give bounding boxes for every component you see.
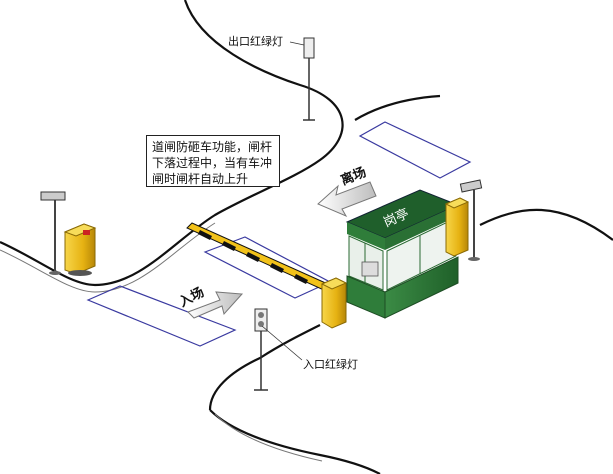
lane-box-entry-left: [86, 285, 237, 347]
booth-side-top: [385, 205, 458, 250]
road-edge-upper-right: [354, 94, 441, 121]
barrier-arm: [186, 222, 331, 292]
exit-light-label: 出口红绿灯: [228, 34, 283, 48]
booth: [345, 189, 460, 319]
note-box: 道闸防砸车功能，闸杆 下落过程中，当有车冲 闸时闸杆自动上升: [146, 135, 280, 187]
road-shadow: [0, 222, 323, 462]
exit-traffic-light: [303, 37, 315, 121]
ticket-machine-left: [63, 223, 97, 276]
camera-icon: [459, 179, 483, 193]
leader-lines: [261, 41, 305, 361]
ticket-machine-right: [444, 197, 470, 257]
traffic-light-icon: [254, 308, 268, 332]
lane-box-exit-top: [358, 121, 472, 179]
booth-side-base: [384, 256, 459, 319]
leave-arrow: [317, 181, 377, 218]
lane-box-center: [203, 236, 332, 299]
arrow-icon: [187, 291, 244, 319]
camera-pole-left: [40, 191, 66, 275]
ticket-machine-icon: [83, 230, 90, 235]
arrow-icon: [317, 181, 377, 218]
enter-arrow: [187, 291, 244, 319]
road-edge-lower: [208, 324, 381, 474]
barrier-gate-post: [320, 277, 348, 329]
booth-side-window: [386, 217, 457, 291]
traffic-light-icon: [303, 37, 315, 59]
barrier-gate-icon: [186, 222, 331, 292]
entry-traffic-light: [254, 308, 268, 391]
entry-light-label: 入口红绿灯: [303, 357, 358, 371]
note-line-2: 下落过程中，当有车冲: [152, 156, 273, 170]
road-edge-right: [479, 208, 613, 241]
note-line-1: 道闸防砸车功能，闸杆: [152, 140, 273, 154]
camera-pole-right: [459, 179, 483, 261]
booth-front-top: [347, 222, 385, 250]
camera-icon: [40, 191, 66, 201]
note-line-3: 闸时闸杆自动上升: [152, 172, 249, 186]
